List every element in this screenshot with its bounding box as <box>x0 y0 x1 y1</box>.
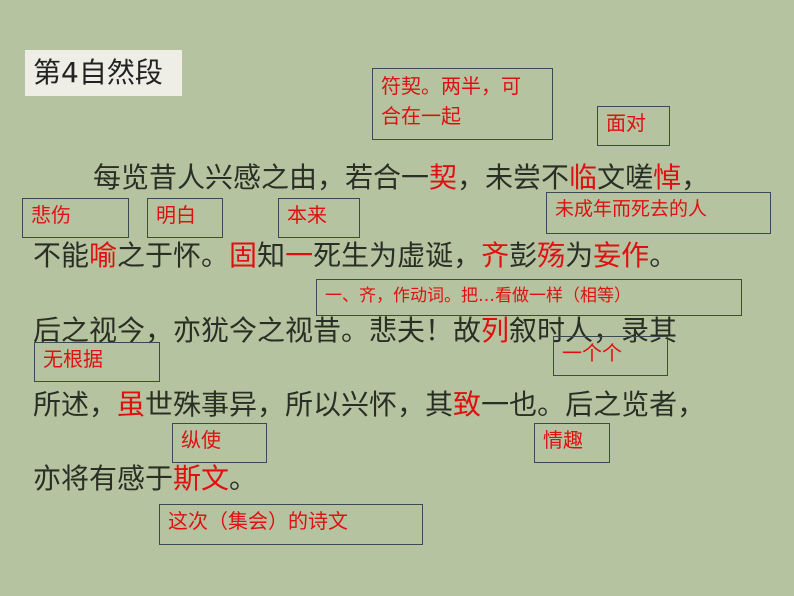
text-segment: 。 <box>649 239 678 272</box>
text-line-5: 亦将有感于斯文。 <box>33 461 257 497</box>
text-segment: 叙时人，录其 <box>509 314 678 347</box>
highlighted-word: 妄作 <box>593 239 650 272</box>
text-segment: 之于怀。 <box>117 239 230 272</box>
highlighted-word: 契 <box>429 161 458 194</box>
highlighted-word: 列 <box>481 314 510 347</box>
note-sui: 纵使 <box>172 423 267 463</box>
text-line-3: 后之视今，亦犹今之视昔。悲夫！故列叙时人，录其 <box>33 313 677 349</box>
highlighted-word: 固 <box>229 239 258 272</box>
text-segment: 不能 <box>33 239 90 272</box>
note-wang: 无根据 <box>34 342 160 382</box>
note-qi: 符契。两半，可 合在一起 <box>372 68 553 140</box>
text-segment: 一也。后之览者， <box>481 388 706 421</box>
text-segment: 文嗟 <box>597 161 654 194</box>
highlighted-word: 虽 <box>117 388 146 421</box>
note-yu: 明白 <box>147 198 223 238</box>
highlighted-word: 临 <box>569 161 598 194</box>
note-lie: 一个个 <box>553 336 668 376</box>
note-dao: 未成年而死去的人 <box>546 192 771 234</box>
note-siwen: 这次（集会）的诗文 <box>159 504 423 545</box>
highlighted-word: 致 <box>453 388 482 421</box>
text-line-4: 所述，虽世殊事异，所以兴怀，其致一也。后之览者， <box>33 387 705 423</box>
text-segment: 亦将有感于 <box>33 462 174 495</box>
text-segment: 彭 <box>509 239 538 272</box>
highlighted-word: 悼 <box>653 161 682 194</box>
text-segment: ，未尝不 <box>457 161 570 194</box>
highlighted-word: 齐 <box>481 239 510 272</box>
text-line-1: 每览昔人兴感之由，若合一契，未尝不临文嗟悼， <box>93 160 709 196</box>
text-segment: 后之视今，亦犹今之视昔。悲夫！故 <box>33 314 482 347</box>
text-segment: 每览昔人兴感之由，若合一 <box>93 161 430 194</box>
highlighted-word: 斯文 <box>173 462 230 495</box>
text-segment: 所述， <box>33 388 118 421</box>
highlighted-word: 喻 <box>89 239 118 272</box>
highlighted-word: 殇 <box>537 239 566 272</box>
text-segment: 死生为虚诞， <box>313 239 482 272</box>
text-segment: 为 <box>565 239 594 272</box>
text-segment: ， <box>681 161 710 194</box>
note-zhi: 情趣 <box>534 423 610 463</box>
note-yiqi: 一、齐，作动词。把…看做一样（相等） <box>316 279 742 316</box>
highlighted-word: 一 <box>285 239 314 272</box>
note-gu: 本来 <box>278 198 360 238</box>
note-bei: 悲伤 <box>22 198 129 238</box>
text-segment: 世殊事异，所以兴怀，其 <box>145 388 454 421</box>
note-lin: 面对 <box>597 106 670 146</box>
section-title: 第4自然段 <box>25 50 182 96</box>
text-segment: 知 <box>257 239 286 272</box>
text-line-2: 不能喻之于怀。固知一死生为虚诞，齐彭殇为妄作。 <box>33 238 677 274</box>
text-segment: 。 <box>229 462 258 495</box>
